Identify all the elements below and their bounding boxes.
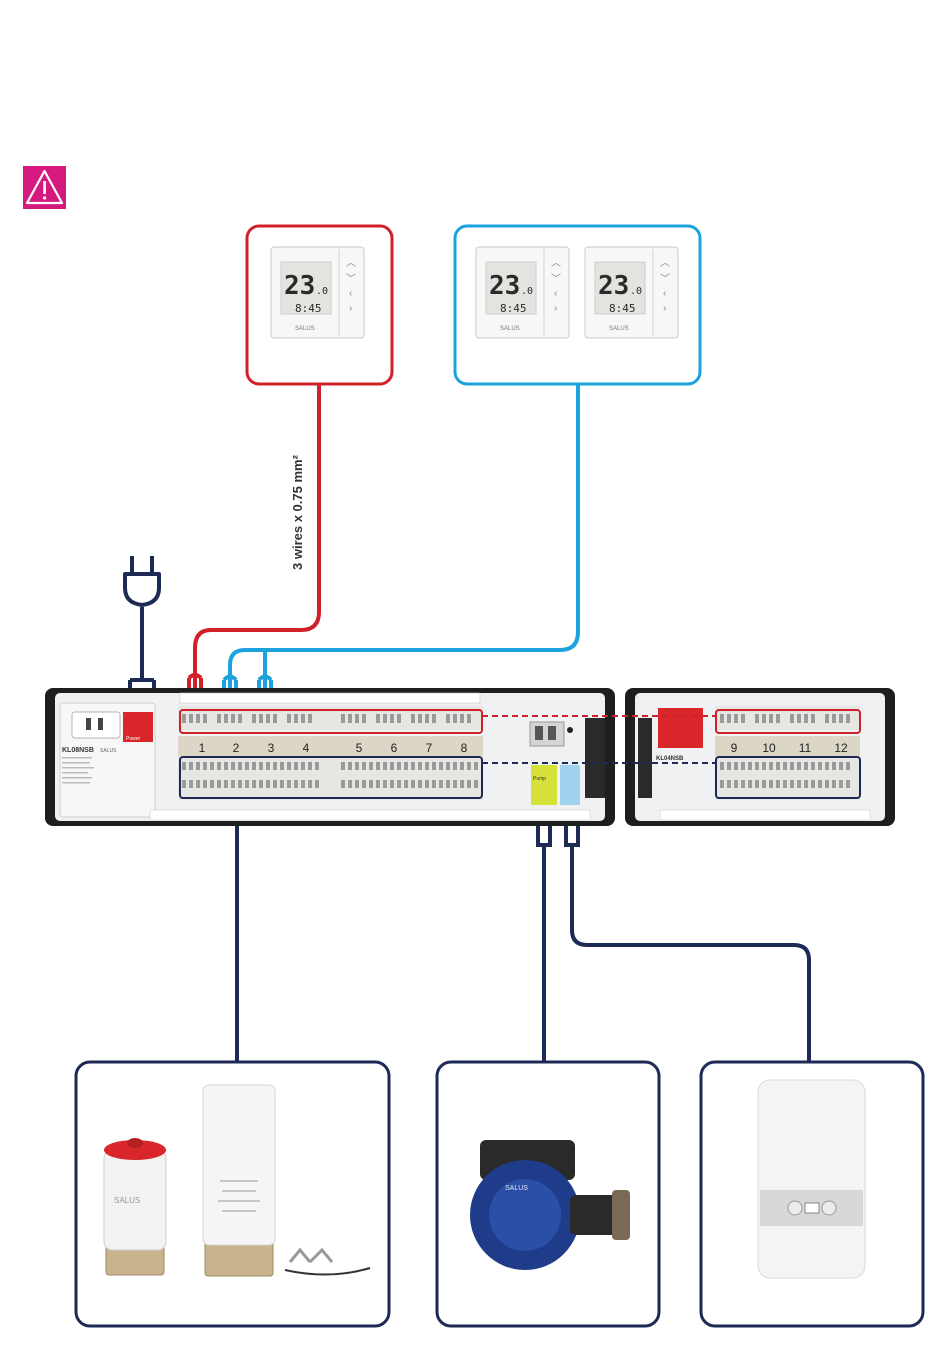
zone-label: 3 [268, 741, 275, 755]
model-label: KL08NSB [62, 747, 94, 754]
plug-icon [125, 556, 159, 605]
wire-spec-label: 3 wires x 0.75 mm² [290, 454, 305, 570]
thermostat-brand: SALUS [609, 326, 629, 332]
zone-label: 10 [762, 741, 776, 755]
right-chevron-icon: › [663, 303, 666, 314]
thermostat-time: 8:45 [609, 302, 636, 315]
zone-label: 11 [799, 741, 812, 755]
power-label: Power [126, 736, 141, 742]
left-chevron-icon: ‹ [554, 288, 557, 299]
up-chevron-icon: ︿ [346, 258, 356, 269]
thermostat-temp-decimal: .0 [316, 286, 328, 297]
zone-label: 7 [426, 741, 433, 755]
thermostat-3: 23 .0 8:45 SALUS ︿ ﹀ ‹ › [585, 247, 678, 338]
down-chevron-icon: ﹀ [551, 273, 561, 285]
thermostat-brand: SALUS [500, 326, 520, 332]
zone-label: 8 [461, 741, 468, 755]
up-chevron-icon: ︿ [551, 258, 561, 269]
up-chevron-icon: ︿ [660, 258, 670, 269]
thermostat-brand: SALUS [295, 326, 315, 332]
boiler-wire [566, 785, 809, 1062]
left-chevron-icon: ‹ [349, 288, 352, 299]
thermostat-time: 8:45 [295, 302, 322, 315]
right-chevron-icon: › [554, 303, 557, 314]
thermostat-temp: 23 [598, 271, 629, 301]
warning-triangle-icon [23, 166, 66, 209]
zone-label: 12 [834, 741, 848, 755]
down-chevron-icon: ﹀ [660, 273, 670, 285]
thermostat-temp-decimal: .0 [521, 286, 533, 297]
zone-label: 2 [233, 741, 240, 755]
zone-label: 6 [391, 741, 398, 755]
thermostat-1: 23 .0 8:45 SALUS ︿ ﹀ ‹ › [271, 247, 364, 338]
thermostat-temp-decimal: .0 [630, 286, 642, 297]
pump-brand: SALUS [505, 1185, 528, 1192]
zone-label: 5 [356, 741, 363, 755]
thermostat-2: 23 .0 8:45 SALUS ︿ ﹀ ‹ › [476, 247, 569, 338]
pump-label: Pump [533, 776, 546, 782]
actuator-brand: SALUS [114, 1196, 140, 1205]
boiler [758, 1080, 865, 1278]
thermostat-temp: 23 [489, 271, 520, 301]
thermal-actuator-red: SALUS [104, 1138, 166, 1275]
zone-label: 9 [731, 741, 738, 755]
thermostat-temp: 23 [284, 271, 315, 301]
extension-model-label: KL04NSB [656, 756, 684, 762]
blue-thermostat-wire [224, 384, 578, 722]
thermostat-time: 8:45 [500, 302, 527, 315]
brand-label: SALUS [100, 748, 117, 754]
zone-label: 4 [303, 741, 310, 755]
right-chevron-icon: › [349, 303, 352, 314]
pump-wire [538, 785, 550, 1062]
zone-label: 1 [199, 741, 206, 755]
down-chevron-icon: ﹀ [346, 273, 356, 285]
left-chevron-icon: ‹ [663, 288, 666, 299]
